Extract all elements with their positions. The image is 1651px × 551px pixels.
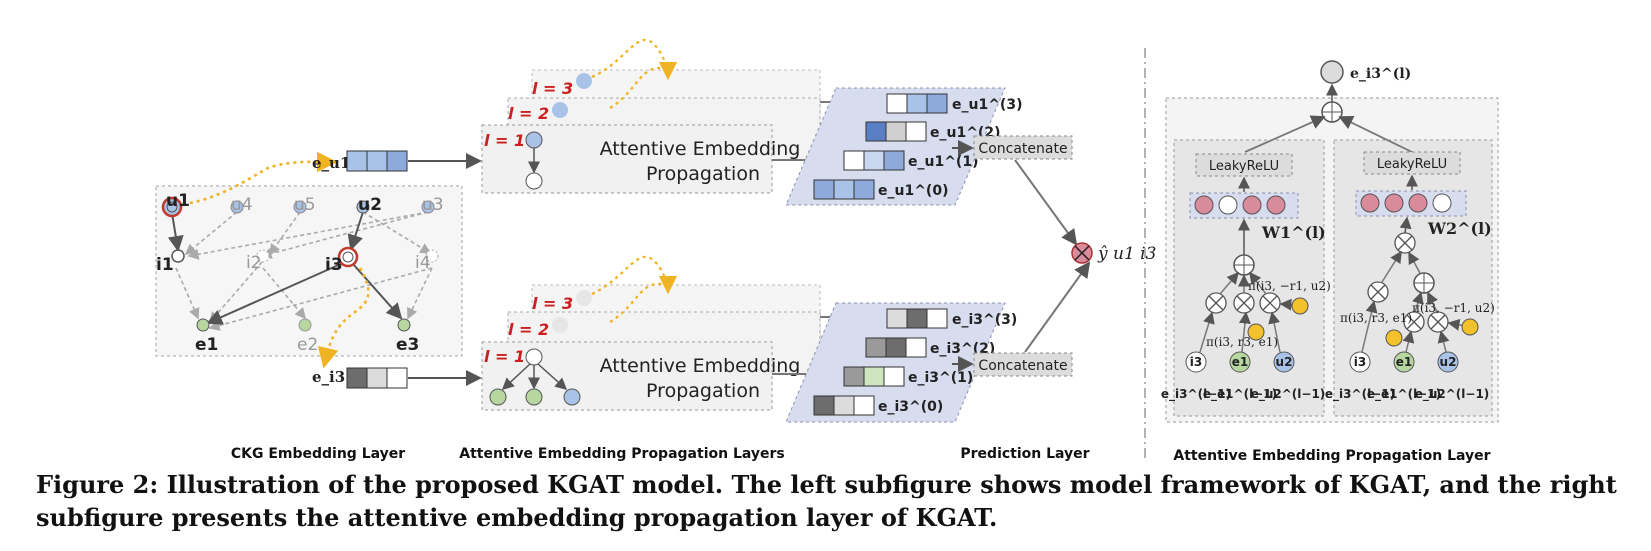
ckg-entity-nodes — [196, 318, 411, 332]
item-layer-label-2: l = 2 — [508, 320, 549, 339]
ckg-label-e1: e1 — [195, 335, 218, 355]
aep-right-leakyrelu-label: LeakyReLU — [1377, 157, 1447, 172]
aep-left-node-e1: e1 — [1232, 355, 1249, 369]
aep-right-attention-weight-a — [1461, 318, 1479, 336]
prediction-output-label: ŷ u1 i3 — [1097, 244, 1156, 264]
item-concatenate-box — [973, 352, 1073, 377]
user-concatenate-label: Concatenate — [978, 141, 1067, 157]
item-layer-label-3: l = 3 — [532, 294, 573, 313]
user-propagation-stack — [481, 38, 821, 194]
label-aep-layer: Attentive Embedding Propagation Layer — [1173, 448, 1490, 464]
ckg-solid-edges — [167, 211, 403, 325]
aep-left-node-u2: u2 — [1276, 355, 1293, 369]
ckg-dashed-edges — [175, 211, 433, 331]
aep-left-label-e1: e_e1^(l−1) — [1203, 387, 1277, 402]
ckg-label-e2: e2 — [297, 335, 318, 355]
item-block-text-2: Propagation — [646, 380, 760, 402]
aep-right-leakyrelu-box — [1363, 151, 1461, 175]
user-layer-label-3: l = 3 — [532, 79, 573, 98]
aep-left-multiply-nodes — [1205, 292, 1281, 314]
item-output-stack — [785, 302, 1006, 423]
aep-right-sum-node — [1413, 272, 1435, 294]
ckg-label-u2: u2 — [358, 195, 382, 215]
user-block-text-1: Attentive Embedding — [600, 138, 801, 160]
ckg-label-u5: u5 — [294, 195, 316, 215]
ckg-label-u1: u1 — [166, 191, 190, 211]
user-concatenate-box — [973, 135, 1073, 160]
aep-right-node-u2: u2 — [1440, 355, 1457, 369]
user-output-label-0: e_u1^(0) — [878, 183, 948, 199]
item-input-embedding — [346, 367, 408, 389]
aep-right-attention-weight-b — [1385, 329, 1403, 347]
aep-right-upper-multiply — [1394, 232, 1416, 254]
aep-right-branch — [1333, 139, 1493, 417]
ckg-label-e3: e3 — [396, 335, 419, 355]
aep-right-label-e1: e_e1^(l−1) — [1367, 387, 1441, 402]
aep-left-label-i3: e_i3^(l−1) — [1161, 387, 1231, 402]
ckg-orange-arrow-item — [317, 267, 370, 369]
user-layer-label-2: l = 2 — [508, 104, 549, 123]
aep-left-branch — [1173, 139, 1325, 417]
aep-right-pi-2: π(i3, r3, e1) — [1340, 311, 1412, 325]
aep-right-input-nodes — [1349, 351, 1459, 373]
ckg-item-nodes — [171, 246, 439, 268]
aep-left-pi-2: π(i3, r3, e1) — [1206, 335, 1278, 349]
user-output-stack — [785, 87, 1006, 206]
user-output-embeddings — [813, 93, 948, 200]
aep-output-node — [1320, 60, 1344, 84]
label-propagation-layers: Attentive Embedding Propagation Layers — [459, 446, 785, 462]
user-input-embedding — [346, 150, 408, 172]
item-layer-label-1: l = 1 — [484, 347, 525, 366]
aep-left-attention-weight-b — [1247, 323, 1265, 341]
aep-right-label-u2: e_u2^(l−1) — [1415, 387, 1490, 402]
aep-left-pi-1: π(i3, −r1, u2) — [1248, 279, 1331, 293]
label-prediction-layer: Prediction Layer — [960, 446, 1089, 462]
ckg-orange-arrow-user — [175, 151, 338, 207]
aep-left-leakyrelu-label: LeakyReLU — [1209, 159, 1279, 174]
aep-left-sum-node — [1233, 254, 1255, 276]
ckg-label-u3: u3 — [422, 195, 444, 215]
ckg-user-nodes — [161, 196, 435, 218]
aep-output-label: e_i3^(l) — [1350, 66, 1411, 82]
item-output-label-0: e_i3^(0) — [878, 399, 943, 415]
aep-left-node-i3: i3 — [1190, 355, 1202, 369]
aep-left-leakyrelu-box — [1195, 153, 1293, 177]
user-concat-to-score — [1014, 159, 1078, 246]
aep-right-node-e1: e1 — [1396, 355, 1413, 369]
item-output-label-1: e_i3^(1) — [908, 370, 973, 386]
aep-weight-2: W2^(l) — [1427, 219, 1492, 238]
item-output-embeddings — [813, 308, 948, 416]
item-concatenate-label: Concatenate — [978, 358, 1067, 374]
item-concat-to-score — [1024, 261, 1091, 353]
ckg-label-i3: i3 — [325, 255, 343, 275]
aep-left-label-u2: e_u2^(l−1) — [1251, 387, 1326, 402]
ckg-label-i4: i4 — [415, 253, 431, 273]
ckg-label-i2: i2 — [246, 253, 262, 273]
ckg-label-u4: u4 — [231, 195, 253, 215]
aep-right-node-i3: i3 — [1354, 355, 1366, 369]
score-multiply-node — [1071, 242, 1093, 264]
aep-top-sum-node — [1321, 101, 1343, 123]
kgat-diagram: u1 u4 u5 u2 u3 i1 i2 i3 i4 e1 e2 e3 e_u1… — [155, 38, 1499, 464]
user-layer-label-1: l = 1 — [484, 131, 525, 150]
aep-right-pi-1: π(i3, −r1, u2) — [1412, 301, 1495, 315]
label-ckg-embedding-layer: CKG Embedding Layer — [231, 446, 405, 462]
aep-right-multiply-nodes — [1367, 281, 1449, 333]
item-propagation-stack — [481, 255, 821, 411]
aep-right-label-i3: e_i3^(l−1) — [1325, 387, 1395, 402]
user-block-text-2: Propagation — [646, 163, 760, 185]
item-output-label-3: e_i3^(3) — [952, 312, 1017, 328]
figure-caption: Figure 2: Illustration of the proposed K… — [36, 470, 1617, 532]
user-output-label-1: e_u1^(1) — [908, 154, 978, 170]
aep-left-input-nodes — [1185, 351, 1295, 373]
aep-left-attention-weight-a — [1291, 297, 1309, 315]
aep-weight-1: W1^(l) — [1261, 223, 1326, 242]
user-output-label-3: e_u1^(3) — [952, 97, 1022, 113]
item-block-text-1: Attentive Embedding — [600, 355, 801, 377]
ckg-label-i1: i1 — [156, 255, 174, 275]
